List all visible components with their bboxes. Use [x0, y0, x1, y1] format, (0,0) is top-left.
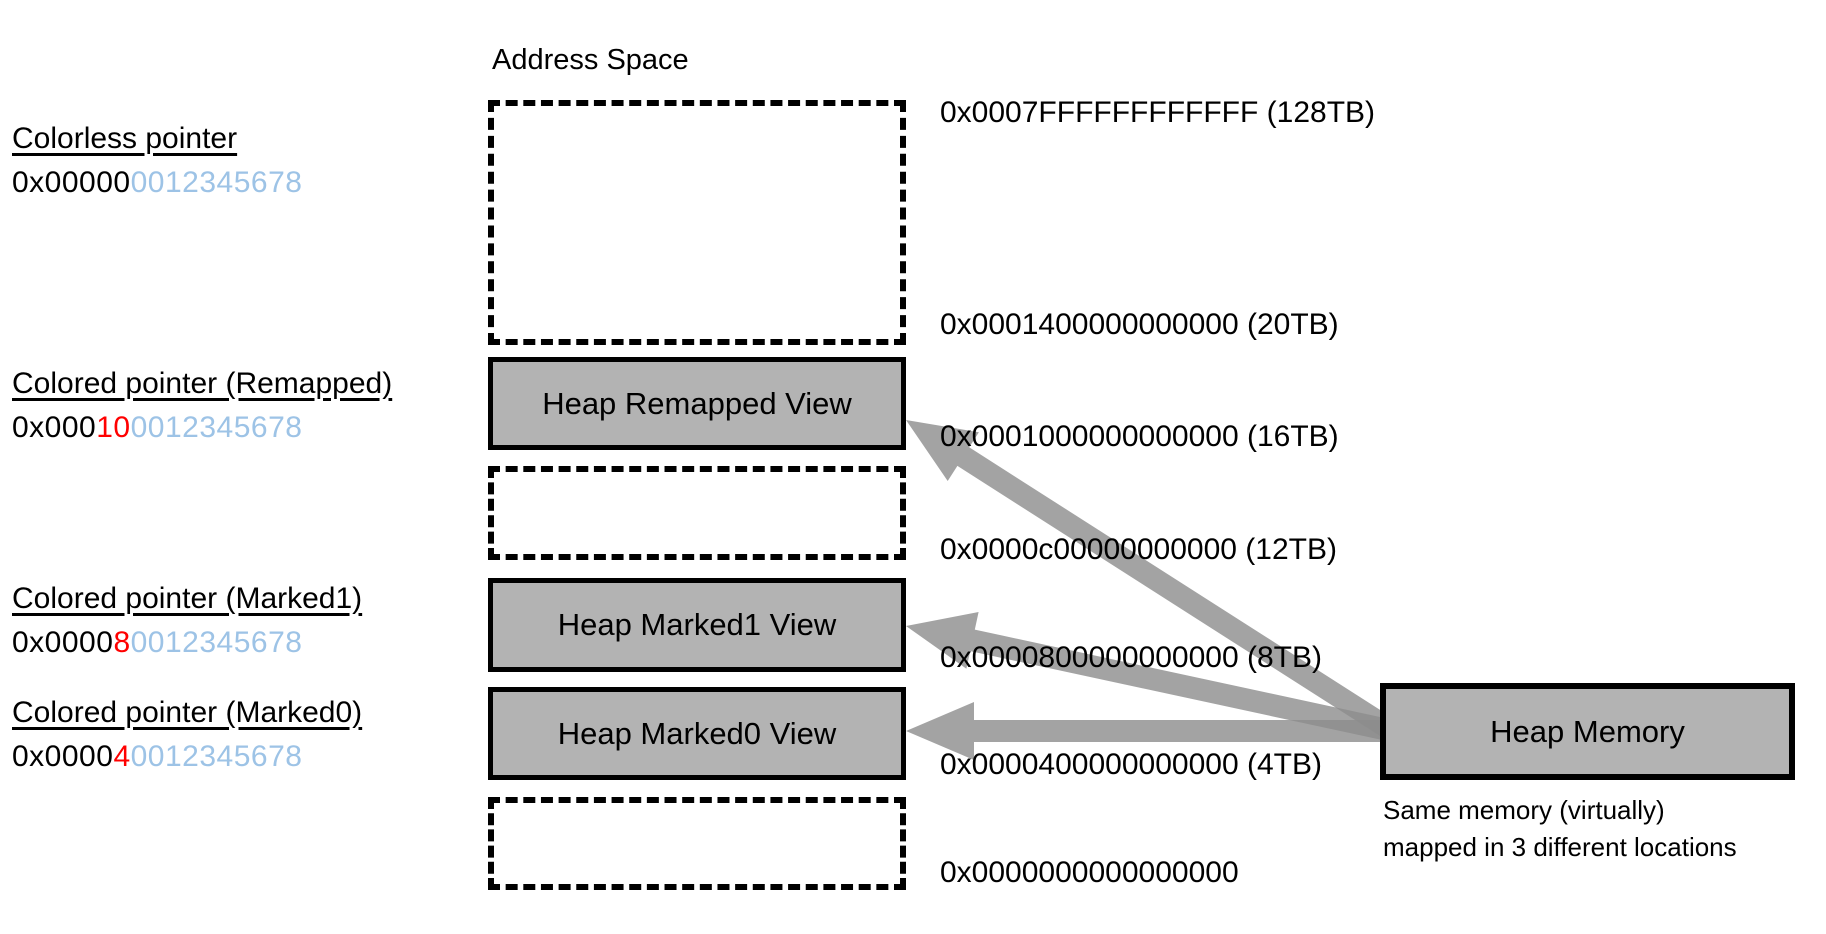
unused-region-middle [488, 466, 906, 560]
heap-marked1-view-box: Heap Marked1 View [488, 578, 906, 672]
address-12tb: 0x0000c00000000000 (12TB) [940, 533, 1337, 566]
address-4tb: 0x0000400000000000 (4TB) [940, 748, 1322, 781]
pointer-prefix-bits: 0x00000 [12, 166, 131, 199]
heap-memory-caption: Same memory (virtually) mapped in 3 diff… [1383, 792, 1737, 866]
address-16tb: 0x0001000000000000 (16TB) [940, 420, 1339, 453]
pointer-address-bits: 0012345678 [130, 411, 303, 444]
pointer-prefix-bits: 0x0000 [12, 626, 114, 659]
pointer-colorless: Colorless pointer 0x000000012345678 [12, 120, 302, 202]
pointer-address-bits: 0012345678 [130, 626, 303, 659]
heap-marked0-view-label: Heap Marked0 View [557, 715, 837, 751]
heap-memory-box: Heap Memory [1380, 683, 1795, 780]
pointer-prefix-bits: 0x0000 [12, 740, 114, 773]
caption-line-1: Same memory (virtually) [1383, 795, 1665, 825]
pointer-color-bits: 10 [96, 411, 131, 444]
address-128tb: 0x0007FFFFFFFFFFFF (128TB) [940, 96, 1376, 129]
heap-remapped-view-label: Heap Remapped View [542, 385, 852, 421]
heap-marked1-view-label: Heap Marked1 View [557, 607, 837, 642]
pointer-marked1: Colored pointer (Marked1) 0x000080012345… [12, 580, 362, 662]
mapping-arrow-marked1 [906, 612, 1391, 741]
caption-line-2: mapped in 3 different locations [1383, 832, 1737, 862]
pointer-remapped-value: 0x000100012345678 [12, 409, 392, 447]
heap-marked0-view-box: Heap Marked0 View [488, 687, 906, 780]
pointer-marked0-label: Colored pointer (Marked0) [12, 696, 363, 729]
pointer-address-bits: 0012345678 [130, 166, 303, 199]
pointer-address-bits: 0012345678 [130, 740, 303, 773]
pointer-remapped: Colored pointer (Remapped) 0x00010001234… [12, 365, 392, 447]
pointer-remapped-label: Colored pointer (Remapped) [12, 367, 393, 400]
pointer-marked0-value: 0x000040012345678 [12, 738, 362, 776]
mapping-arrow-remapped [906, 420, 1394, 738]
address-zero: 0x0000000000000000 [940, 856, 1239, 889]
address-20tb: 0x0001400000000000 (20TB) [940, 308, 1339, 341]
heap-memory-label: Heap Memory [1490, 713, 1685, 749]
pointer-marked1-value: 0x000080012345678 [12, 624, 362, 662]
pointer-color-bits: 4 [113, 740, 131, 773]
unused-region-top [488, 100, 906, 345]
unused-region-bottom [488, 797, 906, 890]
pointer-prefix-bits: 0x000 [12, 411, 97, 444]
address-space-title: Address Space [492, 44, 689, 76]
pointer-marked1-label: Colored pointer (Marked1) [12, 582, 363, 615]
address-8tb: 0x0000800000000000 (8TB) [940, 641, 1322, 674]
pointer-colorless-label: Colorless pointer [12, 122, 238, 155]
pointer-color-bits: 8 [113, 626, 131, 659]
heap-remapped-view-box: Heap Remapped View [488, 357, 906, 450]
pointer-colorless-value: 0x000000012345678 [12, 164, 302, 202]
pointer-marked0: Colored pointer (Marked0) 0x000040012345… [12, 694, 362, 776]
